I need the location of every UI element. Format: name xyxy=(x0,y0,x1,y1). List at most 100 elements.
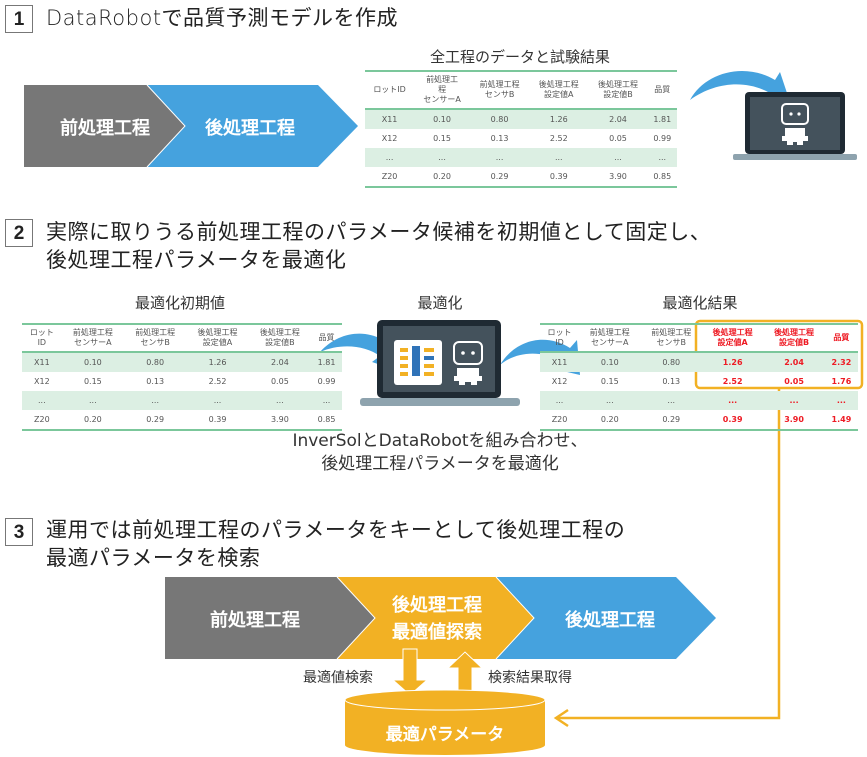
result-caption: 最適化結果 xyxy=(662,294,738,312)
table-cell: 0.05 xyxy=(609,134,627,143)
table-cell: ... xyxy=(414,148,470,167)
column-header: 品質 xyxy=(311,324,342,353)
table-cell: 0.15 xyxy=(83,377,102,386)
table-cell: 0.39 xyxy=(208,415,227,424)
table-cell: ... xyxy=(763,391,825,410)
inversol-logo-icon xyxy=(394,340,442,385)
table-cell: X12 xyxy=(381,134,398,143)
database-label: 最適パラメータ xyxy=(385,725,505,745)
table-cell: 0.15 xyxy=(600,377,619,386)
table-cell: 2.52 xyxy=(549,134,568,143)
step-3-title-line2: 最適パラメータを検索 xyxy=(46,546,261,570)
process-post-label: 後処理工程 xyxy=(205,118,295,139)
process-post-chevron xyxy=(147,85,358,167)
table-cell: ... xyxy=(540,391,580,410)
all-process-caption: 全工程のデータと試験結果 xyxy=(429,48,610,66)
table-cell: 0.99 xyxy=(653,134,672,143)
table-cell: 0.13 xyxy=(490,134,509,143)
table-cell: 3.90 xyxy=(609,172,627,181)
table-cell: 0.10 xyxy=(61,352,125,372)
table-cell: 0.80 xyxy=(469,109,530,129)
table-cell: 3.90 xyxy=(784,415,804,424)
table-cell: 0.13 xyxy=(662,377,681,386)
arrow-down-icon xyxy=(391,648,429,696)
initial-values-caption: 最適化初期値 xyxy=(134,294,225,312)
arrow-up-label: 検索結果取得 xyxy=(488,670,572,686)
column-header: 後処理工程設定値A xyxy=(529,71,589,110)
table-row: .................. xyxy=(540,391,858,410)
table-cell: 0.20 xyxy=(433,172,451,181)
database-icon xyxy=(344,689,546,755)
column-header: 前処理工程センサB xyxy=(640,324,702,353)
table-cell: 1.76 xyxy=(831,377,852,386)
table-cell: X11 xyxy=(22,352,62,372)
step-2-title-line2: 後処理工程パラメータを最適化 xyxy=(46,248,347,272)
step-2-title-line1: 実際に取りうる前処理工程のパラメータ候補を初期値として固定し、 xyxy=(46,220,712,244)
table-cell: X12 xyxy=(34,377,50,386)
table-cell: 1.49 xyxy=(831,415,852,424)
table-cell: 0.85 xyxy=(653,172,672,181)
column-header: 前処理工程センサーA xyxy=(414,71,470,110)
table-cell: 2.04 xyxy=(248,352,312,372)
table-cell: ... xyxy=(311,391,342,410)
table-cell: ... xyxy=(579,391,641,410)
table-cell: 0.29 xyxy=(146,415,165,424)
combine-description: InverSolとDataRobotを組み合わせ、 後処理工程パラメータを最適化 xyxy=(220,430,660,476)
table-cell: ... xyxy=(647,148,677,167)
table-cell: 0.10 xyxy=(579,352,641,372)
column-header: 前処理工程センサーA xyxy=(61,324,125,353)
column-header: 前処理工程センサB xyxy=(469,71,530,110)
process-pre-label: 前処理工程 xyxy=(60,118,150,139)
column-header: 後処理工程設定値B xyxy=(763,324,825,353)
optimize-caption: 最適化 xyxy=(417,294,463,312)
table-cell: ... xyxy=(640,391,702,410)
step-3-title-line1: 運用では前処理工程のパラメータをキーとして後処理工程の xyxy=(46,518,626,542)
column-header: 後処理工程設定値B xyxy=(248,324,312,353)
table-cell: 0.80 xyxy=(124,352,187,372)
table-cell: 0.20 xyxy=(600,415,619,424)
process-pre-chevron-3 xyxy=(165,577,375,659)
table-cell: ... xyxy=(701,391,764,410)
process-post-label-3: 後処理工程 xyxy=(565,610,655,631)
step-1-number: 1 xyxy=(5,5,33,33)
table-cell: ... xyxy=(248,391,312,410)
column-header: 前処理工程センサB xyxy=(124,324,187,353)
table-cell: ... xyxy=(186,391,249,410)
process-pre-chevron xyxy=(24,85,185,167)
table-cell: 2.52 xyxy=(208,377,227,386)
table-cell: ... xyxy=(824,391,858,410)
table-cell: 0.20 xyxy=(83,415,102,424)
table-cell: ... xyxy=(124,391,187,410)
column-header: 品質 xyxy=(647,71,677,110)
table-cell: 2.32 xyxy=(824,352,858,372)
search-label-line1: 後処理工程 xyxy=(392,595,482,616)
arrow-to-laptop-icon xyxy=(690,70,790,102)
table-cell: 2.04 xyxy=(588,109,648,129)
table-cell: 0.39 xyxy=(722,415,743,424)
table-cell: ... xyxy=(588,148,648,167)
step-2-number: 2 xyxy=(5,219,33,247)
process-search-chevron xyxy=(337,577,534,659)
table-cell: 0.80 xyxy=(640,352,702,372)
column-header: 品質 xyxy=(824,324,858,353)
column-header: 後処理工程設定値B xyxy=(588,71,648,110)
table-cell: 0.99 xyxy=(317,377,336,386)
table-cell: ... xyxy=(469,148,530,167)
table-cell: Z20 xyxy=(34,415,50,424)
table-cell: 0.39 xyxy=(549,172,568,181)
column-header: 前処理工程センサーA xyxy=(579,324,641,353)
table-cell: 2.52 xyxy=(722,377,743,386)
description-line1: InverSolとDataRobotを組み合わせ、 xyxy=(292,431,588,451)
